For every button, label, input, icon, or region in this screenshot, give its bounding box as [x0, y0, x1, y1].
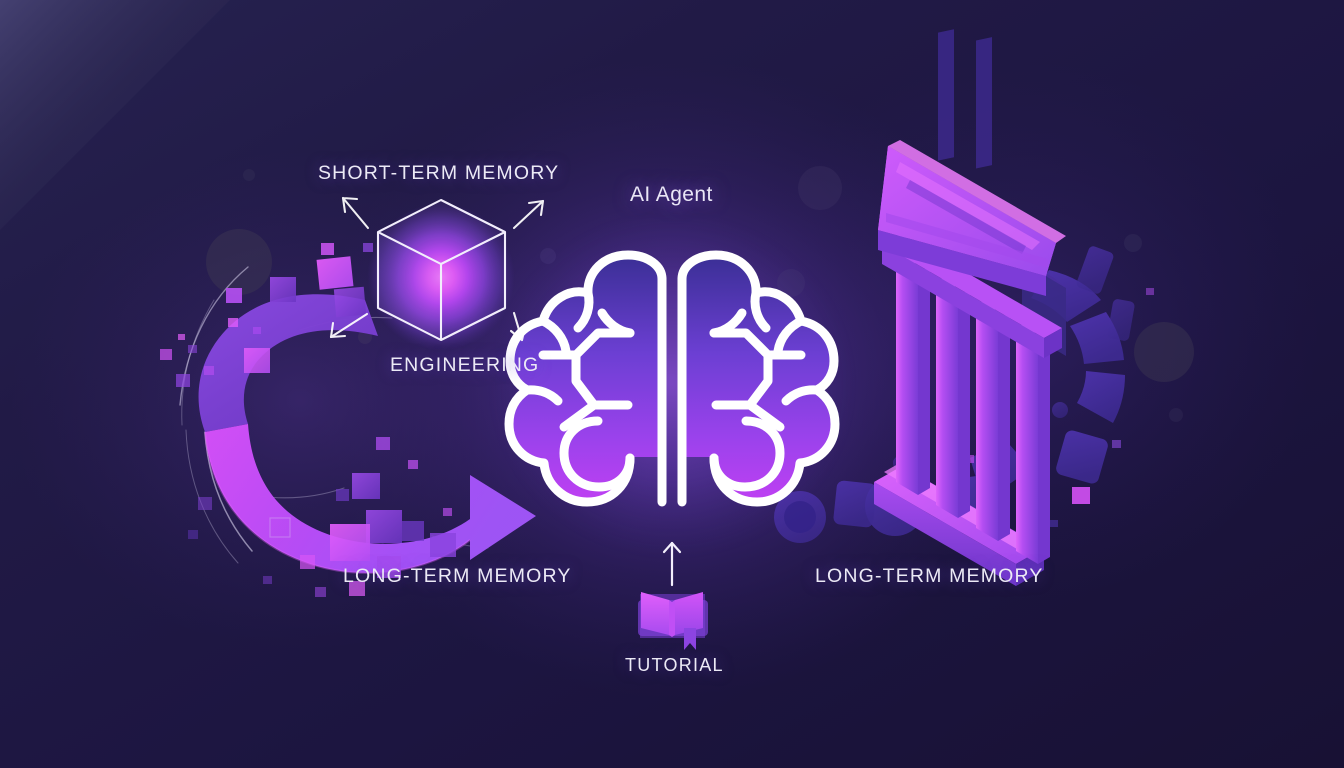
building-columns [896, 255, 1050, 564]
arrow-down-right-icon [509, 311, 527, 342]
arrow-up-left-icon [341, 196, 370, 230]
cube-edges [376, 198, 507, 342]
label-short-term-memory: SHORT-TERM MEMORY [318, 162, 560, 184]
building-base-front [874, 482, 1016, 586]
brain-left-hemisphere [512, 257, 664, 499]
label-ai-agent: AI Agent [630, 183, 713, 206]
pixel-squares [160, 243, 456, 597]
building-roof-front [878, 230, 1046, 296]
arrow-up-right-icon [512, 199, 545, 230]
building-entablature-front [882, 244, 1044, 358]
open-book-icon [638, 592, 708, 650]
corner-sheen [0, 0, 230, 230]
label-long-term-memory-right: LONG-TERM MEMORY [815, 565, 1044, 587]
label-engineering: ENGINEERING [390, 354, 540, 376]
brain-right-hemisphere [680, 257, 832, 499]
building-group [874, 29, 1066, 586]
arrow-down-left-icon [329, 312, 369, 339]
up-arrow-icon [662, 541, 682, 587]
label-long-term-memory-left: LONG-TERM MEMORY [343, 565, 572, 587]
brain-outline [504, 250, 840, 507]
label-tutorial: TUTORIAL [625, 655, 724, 675]
